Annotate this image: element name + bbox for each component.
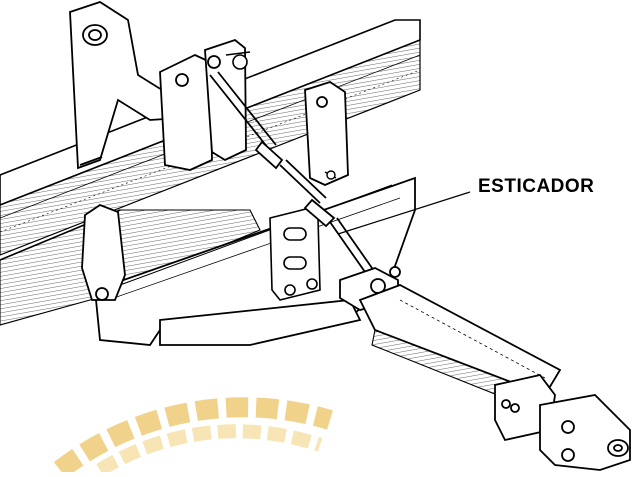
right-bracket <box>304 81 349 186</box>
watermark-arc <box>53 397 333 477</box>
slotted-plate <box>269 207 321 301</box>
left-bracket <box>159 38 247 171</box>
front-left-bracket <box>81 203 126 301</box>
callout-leader-line <box>337 191 471 235</box>
watermark-arc-inner <box>96 424 323 476</box>
lock-pin-top <box>225 51 251 70</box>
lock-pin-mid <box>324 170 337 180</box>
esticador-callout-label: ESTICADOR <box>478 176 595 197</box>
hitch-eye <box>539 394 631 471</box>
turnbuckle-rod <box>209 71 380 283</box>
a-frame <box>94 176 416 346</box>
